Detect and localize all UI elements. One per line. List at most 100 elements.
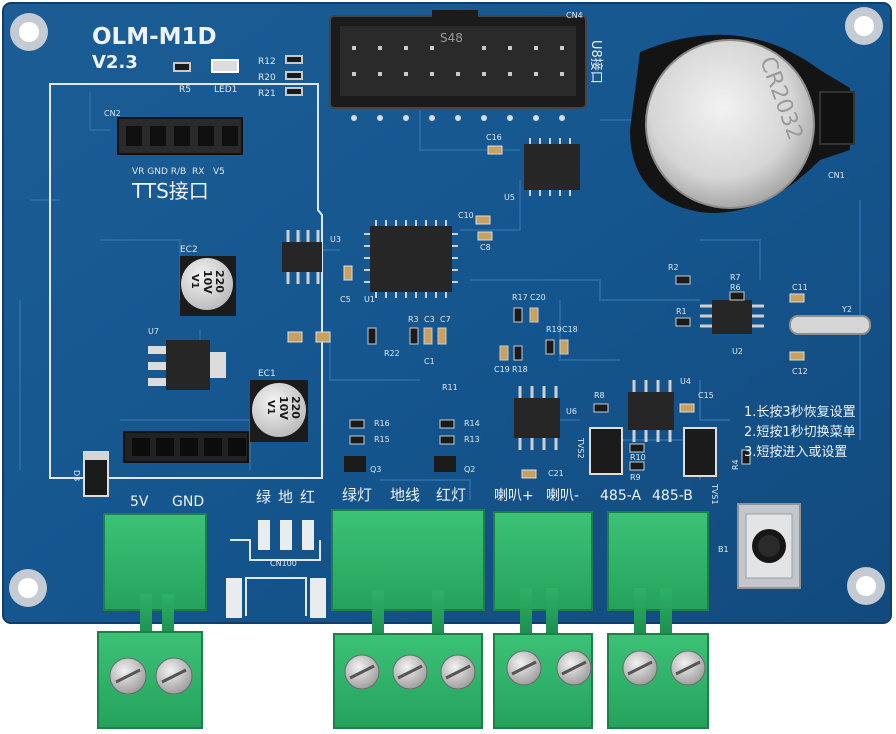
label-ec1: EC1 (258, 369, 276, 379)
passive-cluster (367, 327, 447, 345)
label-ec2: EC2 (180, 245, 198, 255)
mounting-hole (19, 22, 39, 42)
power-5v-label: 5V (130, 494, 149, 510)
label-r7: R7 (730, 273, 741, 282)
header-pin (456, 72, 460, 76)
terminal-base (103, 513, 207, 611)
box-header-cavity (340, 26, 576, 96)
resistor-array (285, 55, 303, 96)
capacitor-c8 (477, 231, 493, 241)
label-c10: C10 (458, 211, 474, 220)
transistor-q3 (344, 456, 366, 472)
label-tvs1: TVS1 (710, 483, 719, 505)
resistor-r8 (593, 403, 609, 413)
resistor-r9 (629, 461, 645, 471)
screw-slot (445, 664, 471, 680)
header-slot (132, 438, 150, 456)
box-header-cn4: S48 (329, 10, 587, 109)
tvs-diode-tvs2 (589, 427, 623, 475)
label-c21: C21 (548, 469, 564, 478)
terminal-label-red-lamp: 红灯 (436, 486, 466, 504)
capacitor-c12 (789, 351, 805, 361)
transistor-q3-area (344, 419, 366, 472)
reset-push-button-b1[interactable] (737, 503, 801, 589)
ec2-series: V1 (189, 274, 200, 289)
connector-slot (198, 126, 214, 146)
ec1-series: V1 (265, 400, 276, 415)
label-r3: R3 (408, 315, 419, 324)
label-q3: Q3 (370, 465, 381, 474)
label-r4: R4 (731, 459, 740, 470)
label-r9: R9 (630, 473, 641, 482)
electrolytic-cap-ec1: 220 10V V1 (250, 380, 308, 442)
screw-slot (397, 664, 423, 680)
label-c18: C18 (562, 325, 578, 334)
ic-package (628, 392, 674, 430)
header-slot (156, 438, 174, 456)
terminal-block-lamp[interactable] (331, 509, 485, 729)
terminal-block-power[interactable] (97, 513, 207, 729)
resistor-r15 (349, 435, 365, 445)
cn100-footprint (245, 577, 307, 616)
label-cn100: CN100 (270, 559, 297, 568)
label-c5: C5 (340, 295, 351, 304)
via (351, 115, 357, 121)
capacitor-c21 (521, 469, 537, 479)
crystal-y2 (789, 315, 871, 335)
instruction-line-2: 2.短按1秒切换菜单 (744, 425, 856, 440)
label-r17: R17 (512, 293, 528, 302)
terminal-block-rs485[interactable] (607, 511, 709, 729)
label-u6: U6 (566, 407, 577, 416)
capacitor-c7 (437, 327, 447, 345)
board-version: V2.3 (92, 52, 138, 73)
ec2-voltage: 10V (201, 270, 214, 294)
label-c12: C12 (792, 367, 808, 376)
resistor-r16 (349, 419, 365, 429)
header-pins (352, 46, 564, 76)
ec1-voltage: 10V (277, 396, 290, 420)
ec1-value: 220 (289, 396, 302, 419)
header-pin (560, 46, 564, 50)
via (377, 115, 383, 121)
terminal-label-speaker-minus: 喇叭- (546, 488, 579, 504)
rtc-u2 (700, 300, 764, 334)
label-r12: R12 (258, 57, 276, 67)
regulator-u7 (148, 340, 226, 390)
cn100-outline (230, 539, 321, 561)
capacitor-small (287, 331, 303, 343)
via (507, 115, 513, 121)
header-pin (352, 72, 356, 76)
led-header-ground-label: 地 (278, 488, 293, 506)
led-header-green-label: 绿 (256, 488, 271, 506)
ic-package (524, 144, 580, 190)
mounting-hole (854, 16, 874, 36)
cr2032-battery (645, 39, 815, 209)
label-r13: R13 (464, 435, 480, 444)
header-pin (560, 72, 564, 76)
header-pad (258, 520, 270, 550)
label-c16: C16 (486, 133, 502, 142)
resistor-r18 (513, 345, 523, 361)
resistor-r17 (513, 307, 523, 323)
electrolytic-cap-ec2: 220 10V V1 (180, 256, 236, 316)
label-r16: R16 (374, 419, 390, 428)
tvs-diode-tvs1 (683, 427, 717, 477)
box-header-marking: S48 (440, 31, 463, 45)
terminal-fin (660, 588, 672, 642)
label-c15: C15 (698, 391, 714, 400)
connector-slot (150, 126, 166, 146)
label-r6: R6 (730, 283, 741, 292)
terminal-label-485a: 485-A (600, 488, 641, 504)
pin-header-slots (132, 438, 246, 456)
terminal-base (493, 511, 593, 611)
header-pin (508, 72, 512, 76)
resistor (285, 87, 303, 96)
screw-slot (511, 660, 537, 676)
terminal-fin (634, 588, 646, 642)
label-d3: D3 (72, 470, 81, 481)
tts-pin-labels: VR GND R/B RX V5 (132, 167, 225, 177)
button-cap-highlight (758, 535, 780, 557)
via-row (351, 115, 565, 121)
terminal-block-speaker[interactable] (493, 511, 593, 729)
capacitor-c3 (423, 327, 433, 345)
